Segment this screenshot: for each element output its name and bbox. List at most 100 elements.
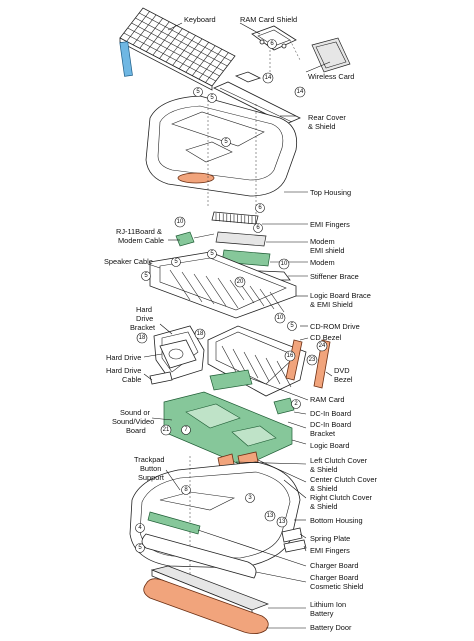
label-stiffener-brace: Stiffener Brace	[310, 272, 359, 281]
svg-text:18: 18	[197, 331, 204, 337]
label-rj11-board: RJ-11Board &	[116, 227, 162, 236]
label-battery-li: Lithium Ion	[310, 600, 346, 609]
label-emi-fingers-bottom: EMI Fingers	[310, 546, 350, 555]
label-spring-plate: Spring Plate	[310, 534, 350, 543]
callout-7: 7	[181, 425, 191, 435]
ram-card-shield-part	[251, 25, 301, 72]
labels: Keyboard RAM Card Shield Wireless Card R…	[104, 15, 377, 632]
keyboard-cable	[119, 41, 133, 77]
callout-5g: 5	[287, 321, 297, 331]
svg-text:7: 7	[184, 427, 188, 433]
callout-10c: 10	[274, 312, 286, 324]
wireless-card-part	[311, 37, 351, 73]
svg-text:13: 13	[279, 519, 286, 525]
callout-18a: 18	[136, 332, 148, 344]
callout-2a: 2	[291, 399, 301, 409]
label-cd-bezel: CD Bezel	[310, 333, 342, 342]
spring-plate-part	[281, 527, 307, 553]
svg-text:6: 6	[256, 225, 260, 231]
label-top-housing: Top Housing	[310, 188, 351, 197]
label-emi-fingers-top: EMI Fingers	[310, 220, 350, 229]
label-logic-brace-emi: & EMI Shield	[310, 300, 353, 309]
label-cdrom-drive: CD-ROM Drive	[310, 322, 360, 331]
emi-fingers-top-part	[211, 211, 259, 225]
label-wireless-card: Wireless Card	[308, 72, 354, 81]
svg-text:5: 5	[210, 251, 214, 257]
label-modem: Modem	[310, 258, 335, 267]
callout-5a: 5	[193, 87, 203, 97]
label-charger-shield-cosmetic: Cosmetic Shield	[310, 582, 363, 591]
label-hd-cable-cable: Cable	[122, 375, 141, 384]
svg-text:6: 6	[270, 41, 274, 47]
callout-24: 24	[316, 340, 328, 352]
label-dvd-bezel: Bezel	[334, 375, 353, 384]
svg-text:10: 10	[277, 315, 284, 321]
label-battery: Battery	[310, 609, 334, 618]
label-hd-bracket-drive: Drive	[136, 314, 153, 323]
svg-text:8: 8	[184, 487, 188, 493]
label-right-clutch-shield: & Shield	[310, 502, 338, 511]
callout-8: 8	[181, 485, 191, 495]
label-sound-or: Sound or	[120, 408, 151, 417]
callout-6c: 6	[253, 223, 263, 233]
callout-6b: 6	[255, 203, 265, 213]
svg-text:16: 16	[287, 353, 294, 359]
hard-drive-cable-part	[149, 371, 173, 385]
label-battery-door: Battery Door	[310, 623, 352, 632]
label-trackpad-support: Support	[138, 473, 164, 482]
svg-text:21: 21	[163, 427, 170, 433]
ram-card-part	[209, 369, 253, 391]
label-hd-bracket-hard: Hard	[136, 305, 152, 314]
keyboard-part	[119, 7, 236, 91]
trackpad-button	[177, 172, 215, 184]
label-center-clutch-shield: & Shield	[310, 484, 338, 493]
cdrom-drive-part	[207, 325, 307, 397]
callout-5e: 5	[171, 257, 181, 267]
label-logic-board: Logic Board	[310, 441, 349, 450]
label-rear-cover-shield: & Shield	[308, 122, 336, 131]
svg-text:20: 20	[237, 279, 244, 285]
svg-text:6: 6	[258, 205, 262, 211]
svg-text:4: 4	[138, 525, 142, 531]
top-housing-part	[145, 95, 298, 214]
callout-16: 16	[284, 350, 296, 362]
cd-bezel-part	[285, 339, 303, 381]
label-right-clutch: Right Clutch Cover	[310, 493, 373, 502]
svg-text:3: 3	[248, 495, 252, 501]
label-hard-drive: Hard Drive	[106, 353, 141, 362]
rj11-board-part	[175, 231, 215, 247]
callout-10b: 10	[278, 258, 290, 270]
label-hd-cable: Hard Drive	[106, 366, 141, 375]
label-ram-card-shield: RAM Card Shield	[240, 15, 297, 24]
callout-13a: 13	[276, 516, 288, 528]
label-charger-shield: Charger Board	[310, 573, 358, 582]
svg-text:23: 23	[309, 357, 316, 363]
charger-board-part	[147, 511, 201, 535]
label-modem-cable: Modem Cable	[118, 236, 164, 245]
svg-text:14: 14	[297, 89, 304, 95]
hard-drive-part	[159, 339, 197, 369]
leader-lines	[143, 22, 333, 629]
label-trackpad-button: Button	[140, 464, 161, 473]
dcin-board-part	[273, 397, 295, 415]
svg-text:5: 5	[144, 273, 148, 279]
svg-text:5: 5	[290, 323, 294, 329]
svg-text:13: 13	[267, 513, 274, 519]
label-left-clutch-shield: & Shield	[310, 465, 338, 474]
callout-5d: 5	[141, 271, 151, 281]
label-keyboard: Keyboard	[184, 15, 216, 24]
label-dcin-bracket: DC-In Board	[310, 420, 351, 429]
callout-14b: 14	[294, 86, 306, 98]
label-center-clutch: Center Clutch Cover	[310, 475, 377, 484]
callout-3: 3	[245, 493, 255, 503]
callout-5c: 5	[221, 137, 231, 147]
dvd-bezel-part	[313, 339, 331, 389]
battery-door-part	[143, 578, 269, 634]
callout-5f: 5	[207, 249, 217, 259]
modem-emi-shield-part	[215, 231, 267, 247]
callout-6a: 6	[267, 39, 277, 49]
svg-text:5: 5	[174, 259, 178, 265]
callout-10a: 10	[174, 216, 186, 228]
callouts: 6 14 14 5 5 5 6 10 6 5 5 5 10 18 10 20 1…	[135, 39, 328, 553]
